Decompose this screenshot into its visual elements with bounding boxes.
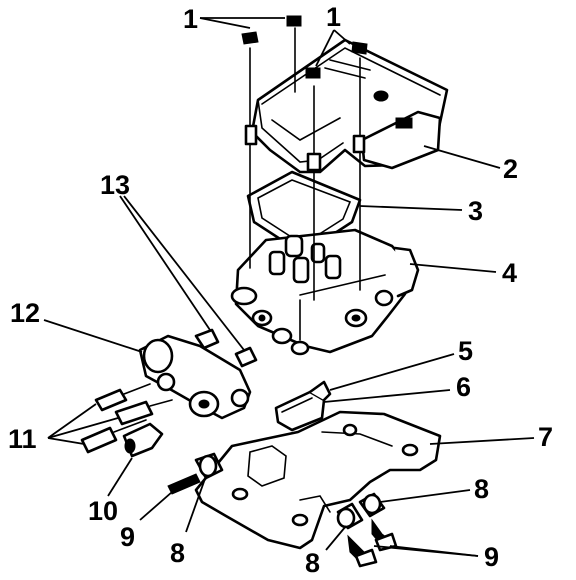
control-module-cover bbox=[250, 38, 449, 174]
callout-8-left: 8 bbox=[170, 538, 185, 568]
leader-lines bbox=[43, 17, 535, 557]
pump-motor bbox=[138, 328, 258, 420]
mounting-bracket bbox=[194, 410, 442, 550]
callout-12: 12 bbox=[10, 298, 40, 328]
callout-8-bottom: 8 bbox=[305, 548, 320, 578]
callout-11: 11 bbox=[8, 424, 37, 454]
callout-numbers: 1 1 2 3 4 5 6 7 8 8 8 9 9 10 11 12 13 bbox=[8, 2, 553, 578]
hydraulic-valve-body bbox=[230, 228, 420, 356]
callout-3: 3 bbox=[468, 196, 483, 226]
motor-screws bbox=[80, 383, 173, 454]
callout-13: 13 bbox=[100, 170, 130, 200]
callout-9-right: 9 bbox=[484, 542, 499, 572]
callout-8-right: 8 bbox=[474, 474, 489, 504]
callout-10: 10 bbox=[88, 496, 118, 526]
callout-7: 7 bbox=[538, 422, 553, 452]
callout-5: 5 bbox=[458, 336, 473, 366]
callout-4: 4 bbox=[502, 258, 517, 288]
callout-1-left: 1 bbox=[183, 4, 198, 34]
callout-9-left: 9 bbox=[120, 522, 135, 552]
callout-1-right: 1 bbox=[326, 2, 341, 32]
connector bbox=[274, 380, 332, 432]
sensor bbox=[122, 422, 164, 458]
cover-screws bbox=[241, 15, 368, 301]
callout-6: 6 bbox=[456, 372, 471, 402]
callout-2: 2 bbox=[503, 154, 518, 184]
